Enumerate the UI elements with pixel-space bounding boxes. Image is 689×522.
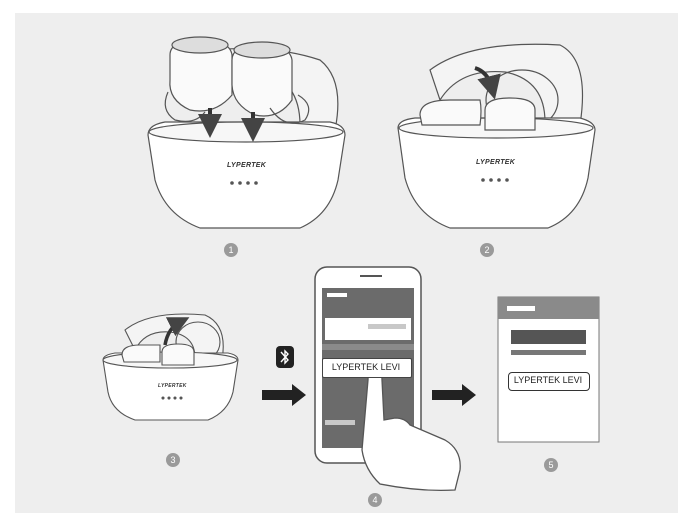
case-brand-label: LYPERTEK bbox=[476, 159, 515, 166]
step-number: 5 bbox=[544, 458, 558, 472]
step2-case bbox=[398, 44, 595, 228]
arrow-right-icon bbox=[432, 384, 476, 406]
connected-device-label: LYPERTEK LEVI bbox=[508, 375, 588, 385]
case-brand-label: LYPERTEK bbox=[227, 162, 266, 169]
step1-case bbox=[148, 37, 345, 228]
step-number: 1 bbox=[224, 243, 238, 257]
step-number: 2 bbox=[480, 243, 494, 257]
step-number: 3 bbox=[166, 453, 180, 467]
bluetooth-icon bbox=[276, 346, 294, 368]
step-number: 4 bbox=[368, 493, 382, 507]
result-screen bbox=[498, 297, 599, 442]
arrow-right-icon bbox=[262, 384, 306, 406]
case-brand-label: LYPERTEK bbox=[158, 383, 187, 389]
device-name-label: LYPERTEK LEVI bbox=[322, 362, 410, 372]
